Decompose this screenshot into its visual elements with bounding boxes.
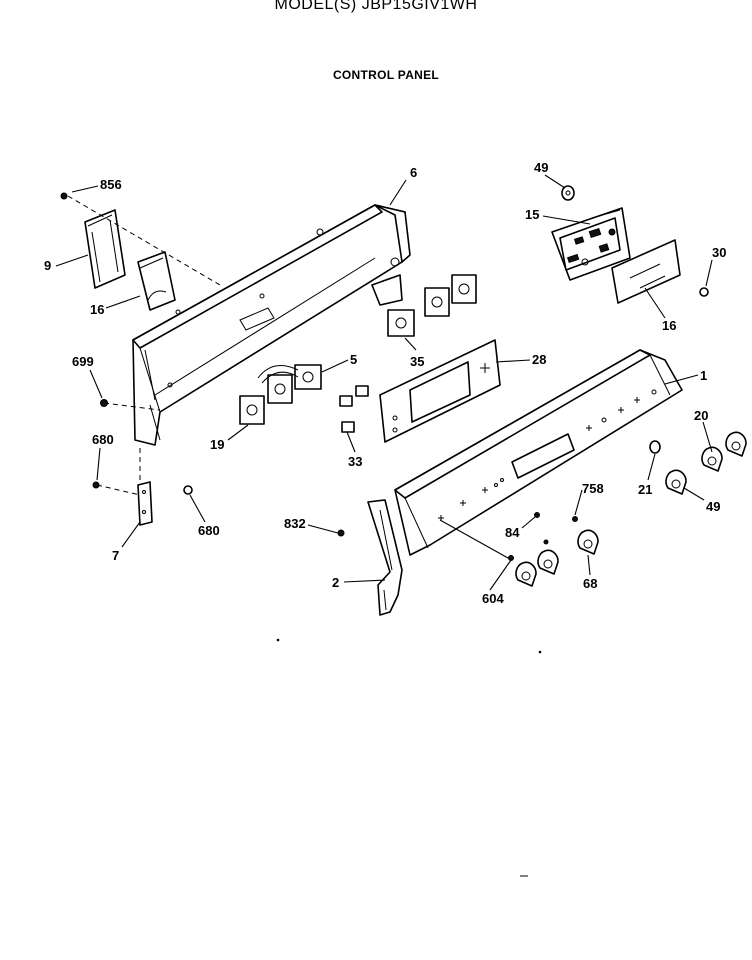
callout-832: 832 — [284, 516, 306, 531]
callout-7: 7 — [112, 548, 119, 563]
knob-part-49-top — [561, 185, 575, 201]
callout-15: 15 — [525, 207, 539, 222]
callout-35: 35 — [410, 354, 424, 369]
bracket-part-16 — [137, 251, 176, 311]
callout-84: 84 — [505, 525, 520, 540]
callout-5: 5 — [350, 352, 357, 367]
callout-680-bottom: 680 — [198, 523, 220, 538]
callout-16-left: 16 — [90, 302, 104, 317]
callout-758: 758 — [582, 481, 604, 496]
callout-20: 20 — [694, 408, 708, 423]
overlay-part-16 — [611, 239, 681, 304]
callout-699: 699 — [72, 354, 94, 369]
callout-604: 604 — [482, 591, 504, 606]
callout-49-bottom: 49 — [706, 499, 720, 514]
callout-28: 28 — [532, 352, 546, 367]
rear-housing-part-6 — [132, 204, 411, 446]
diagram-subtitle: CONTROL PANEL — [332, 68, 440, 82]
callout-1: 1 — [700, 368, 707, 383]
callout-9: 9 — [44, 258, 51, 273]
control-board-part-15 — [551, 207, 631, 281]
knobs — [515, 431, 747, 587]
callout-49-top: 49 — [534, 160, 548, 175]
mounting-plate-part-28 — [379, 339, 501, 443]
nut-part-30 — [699, 287, 709, 297]
callout-856: 856 — [100, 177, 122, 192]
callout-19: 19 — [210, 437, 224, 452]
switch-parts-33 — [339, 385, 369, 433]
front-control-panel-part-1 — [394, 349, 683, 556]
thermostat-part-5 — [257, 364, 322, 404]
bracket-part-7 — [137, 481, 153, 526]
screws — [60, 192, 578, 561]
leader-lines — [55, 174, 713, 591]
callout-16-right: 16 — [662, 318, 676, 333]
switch-part-19 — [239, 395, 265, 425]
callout-2: 2 — [332, 575, 339, 590]
side-trim-part-2 — [367, 499, 403, 616]
callout-680-left: 680 — [92, 432, 114, 447]
diagram-title: MODEL(S) JBP15GIV1WH — [274, 0, 478, 13]
callout-30: 30 — [712, 245, 726, 260]
callout-6: 6 — [410, 165, 417, 180]
callout-33: 33 — [348, 454, 362, 469]
switches-part-35 — [387, 274, 477, 337]
callout-68: 68 — [583, 576, 597, 591]
callout-labels: 856 6 49 15 30 9 16 16 699 5 28 35 1 19 … — [44, 160, 726, 606]
callout-21: 21 — [638, 482, 652, 497]
side-bracket-part-9 — [84, 209, 126, 289]
